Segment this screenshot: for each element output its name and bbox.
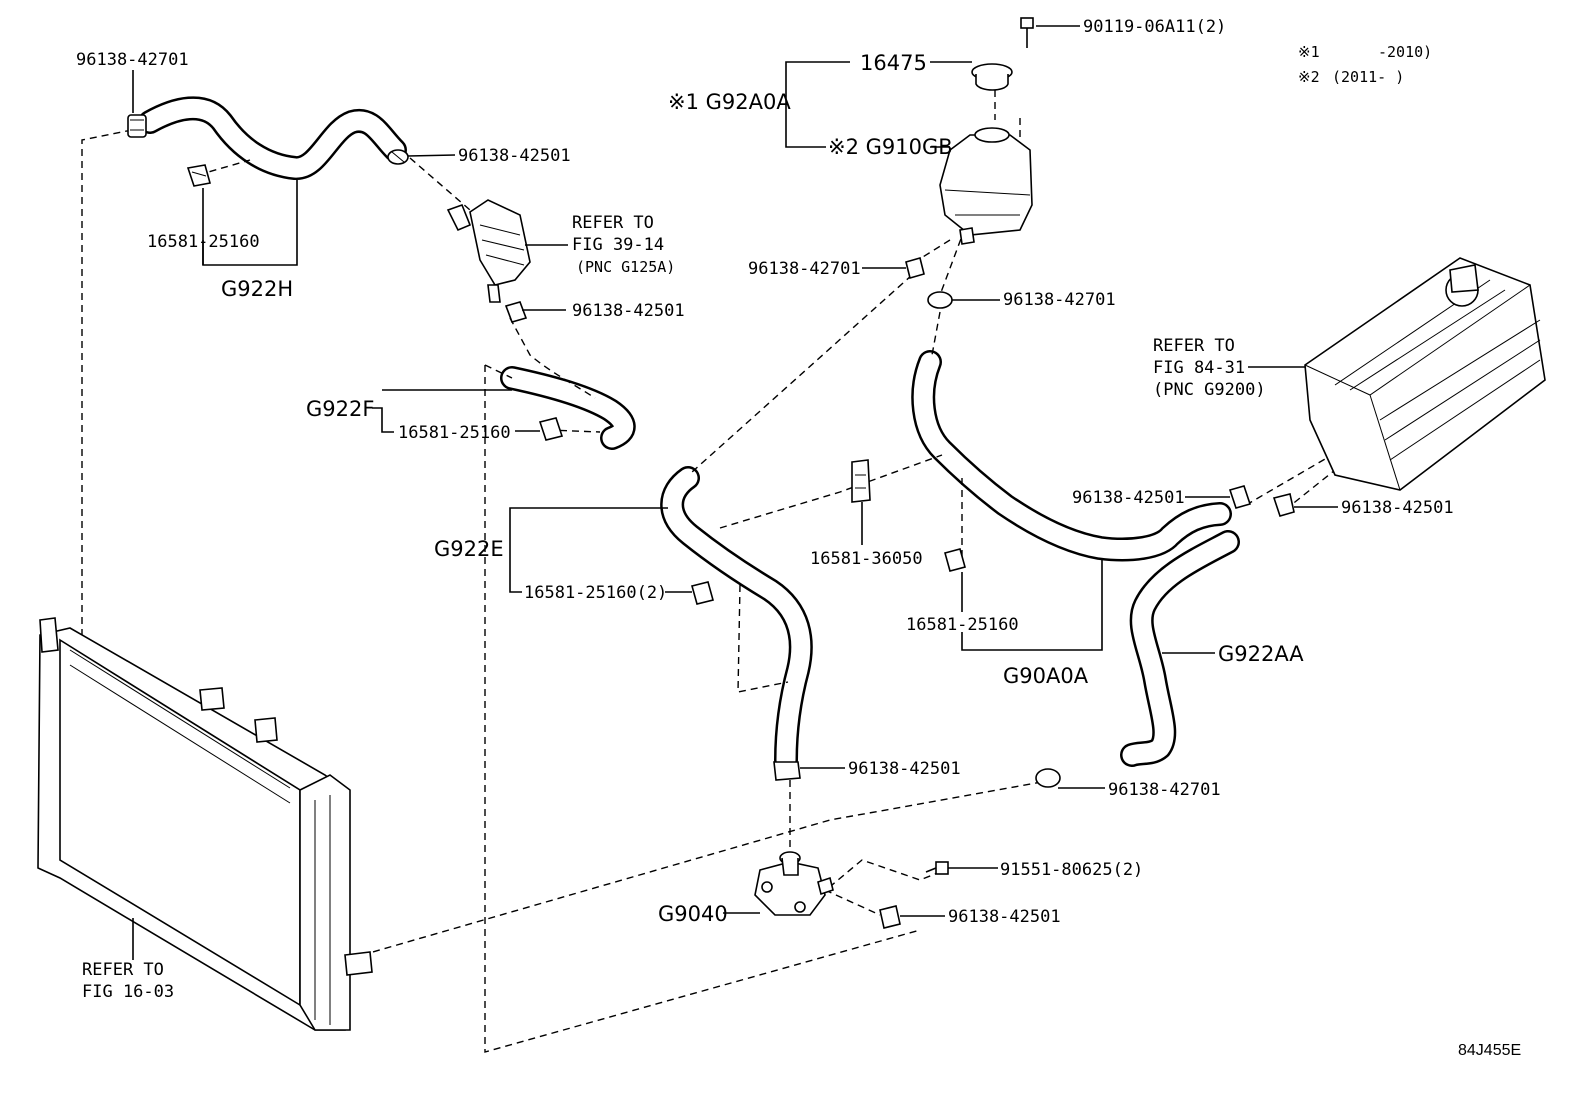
- hose-g922e[interactable]: [660, 466, 813, 772]
- note-mark: ※2: [1298, 68, 1320, 86]
- clamp-icon[interactable]: [1035, 768, 1061, 788]
- ref-line: (PNC G9200): [1153, 380, 1266, 400]
- ref-line: (PNC G125A): [576, 258, 675, 276]
- clamp-icon[interactable]: [127, 114, 147, 138]
- clamp-icon[interactable]: [879, 905, 901, 929]
- note-mark: ※1: [1298, 43, 1320, 61]
- label-16581-25160-b[interactable]: 16581-25160: [398, 423, 511, 443]
- label-g910gb[interactable]: ※2 G910GB: [828, 135, 953, 159]
- label-96138-42501-c[interactable]: 96138-42501: [1072, 488, 1185, 508]
- clamp-icon[interactable]: [944, 548, 966, 572]
- connection-lines: [81, 90, 1346, 1053]
- label-96138-42701-c[interactable]: 96138-42701: [1003, 290, 1116, 310]
- hose-g922aa[interactable]: [1120, 530, 1240, 767]
- bolt-icon[interactable]: [925, 861, 949, 875]
- ref-line: FIG 84-31: [1153, 358, 1245, 378]
- label-g90a0a[interactable]: G90A0A: [1003, 664, 1089, 688]
- label-16581-36050[interactable]: 16581-36050: [810, 549, 923, 569]
- label-g92a0a[interactable]: ※1 G92A0A: [668, 90, 791, 114]
- diagram-code: 84J455E: [1458, 1042, 1521, 1059]
- ref-fig-39-14[interactable]: REFER TO FIG 39-14 (PNC G125A): [572, 213, 675, 276]
- label-g922h[interactable]: G922H: [221, 277, 293, 301]
- note-text: (2011- ): [1332, 68, 1404, 86]
- label-16581-25160-c[interactable]: 16581-25160(2): [524, 583, 667, 603]
- label-96138-42701-a[interactable]: 96138-42701: [76, 50, 189, 70]
- clamp-icon[interactable]: [1228, 485, 1252, 509]
- ref-fig-84-31[interactable]: REFER TO FIG 84-31 (PNC G9200): [1153, 336, 1266, 400]
- ref-line: REFER TO: [82, 960, 164, 980]
- label-91551-80625[interactable]: 91551-80625(2): [1000, 860, 1143, 880]
- inverter-unit[interactable]: [1304, 257, 1546, 491]
- ref-line: REFER TO: [1153, 336, 1235, 356]
- clamp-icon[interactable]: [504, 301, 528, 323]
- label-16581-25160-d[interactable]: 16581-25160: [906, 615, 1019, 635]
- clamp-icon[interactable]: [773, 761, 801, 781]
- hose-bracket[interactable]: [851, 459, 871, 503]
- radiator[interactable]: [37, 617, 373, 1031]
- label-96138-42501-f[interactable]: 96138-42501: [948, 907, 1061, 927]
- label-90119-06a11[interactable]: 90119-06A11(2): [1083, 17, 1226, 37]
- label-16475[interactable]: 16475: [860, 51, 927, 75]
- label-96138-42701-b[interactable]: 96138-42701: [748, 259, 861, 279]
- hose-g90a0a[interactable]: [911, 350, 1232, 562]
- clamp-icon[interactable]: [1272, 493, 1295, 517]
- reservoir-tank[interactable]: [939, 127, 1033, 245]
- label-96138-42501-b[interactable]: 96138-42501: [572, 301, 685, 321]
- water-pump[interactable]: [754, 851, 834, 916]
- label-g922e[interactable]: G922E: [434, 537, 504, 561]
- part-labels: 96138-42701 96138-42501 16581-25160 G922…: [76, 17, 1454, 927]
- clamp-icon[interactable]: [186, 164, 212, 187]
- cooler-bracket[interactable]: [446, 199, 531, 303]
- label-g922aa[interactable]: G922AA: [1218, 642, 1304, 666]
- clamp-icon[interactable]: [538, 417, 564, 441]
- label-16581-25160-a[interactable]: 16581-25160: [147, 232, 260, 252]
- ref-fig-16-03[interactable]: REFER TO FIG 16-03: [82, 960, 174, 1002]
- reservoir-cap[interactable]: [971, 63, 1013, 91]
- note-text: -2010): [1378, 43, 1432, 61]
- hose-g922f[interactable]: [500, 366, 636, 450]
- ref-line: FIG 16-03: [82, 982, 174, 1002]
- label-96138-42701-d[interactable]: 96138-42701: [1108, 780, 1221, 800]
- label-96138-42501-e[interactable]: 96138-42501: [848, 759, 961, 779]
- hose-g922h[interactable]: [138, 96, 407, 180]
- label-g9040[interactable]: G9040: [658, 902, 728, 926]
- clamp-icon[interactable]: [905, 257, 925, 279]
- clamp-icon[interactable]: [387, 149, 409, 165]
- clamp-icon[interactable]: [927, 291, 953, 309]
- label-g922f[interactable]: G922F: [306, 397, 374, 421]
- clamp-icon[interactable]: [691, 581, 714, 605]
- label-96138-42501-d[interactable]: 96138-42501: [1341, 498, 1454, 518]
- year-notes: ※1 -2010) ※2 (2011- ): [1298, 43, 1432, 86]
- ref-line: FIG 39-14: [572, 235, 664, 255]
- label-96138-42501-a[interactable]: 96138-42501: [458, 146, 571, 166]
- bolt-icon[interactable]: [1020, 17, 1034, 48]
- ref-line: REFER TO: [572, 213, 654, 233]
- leader-lines: [132, 25, 1338, 960]
